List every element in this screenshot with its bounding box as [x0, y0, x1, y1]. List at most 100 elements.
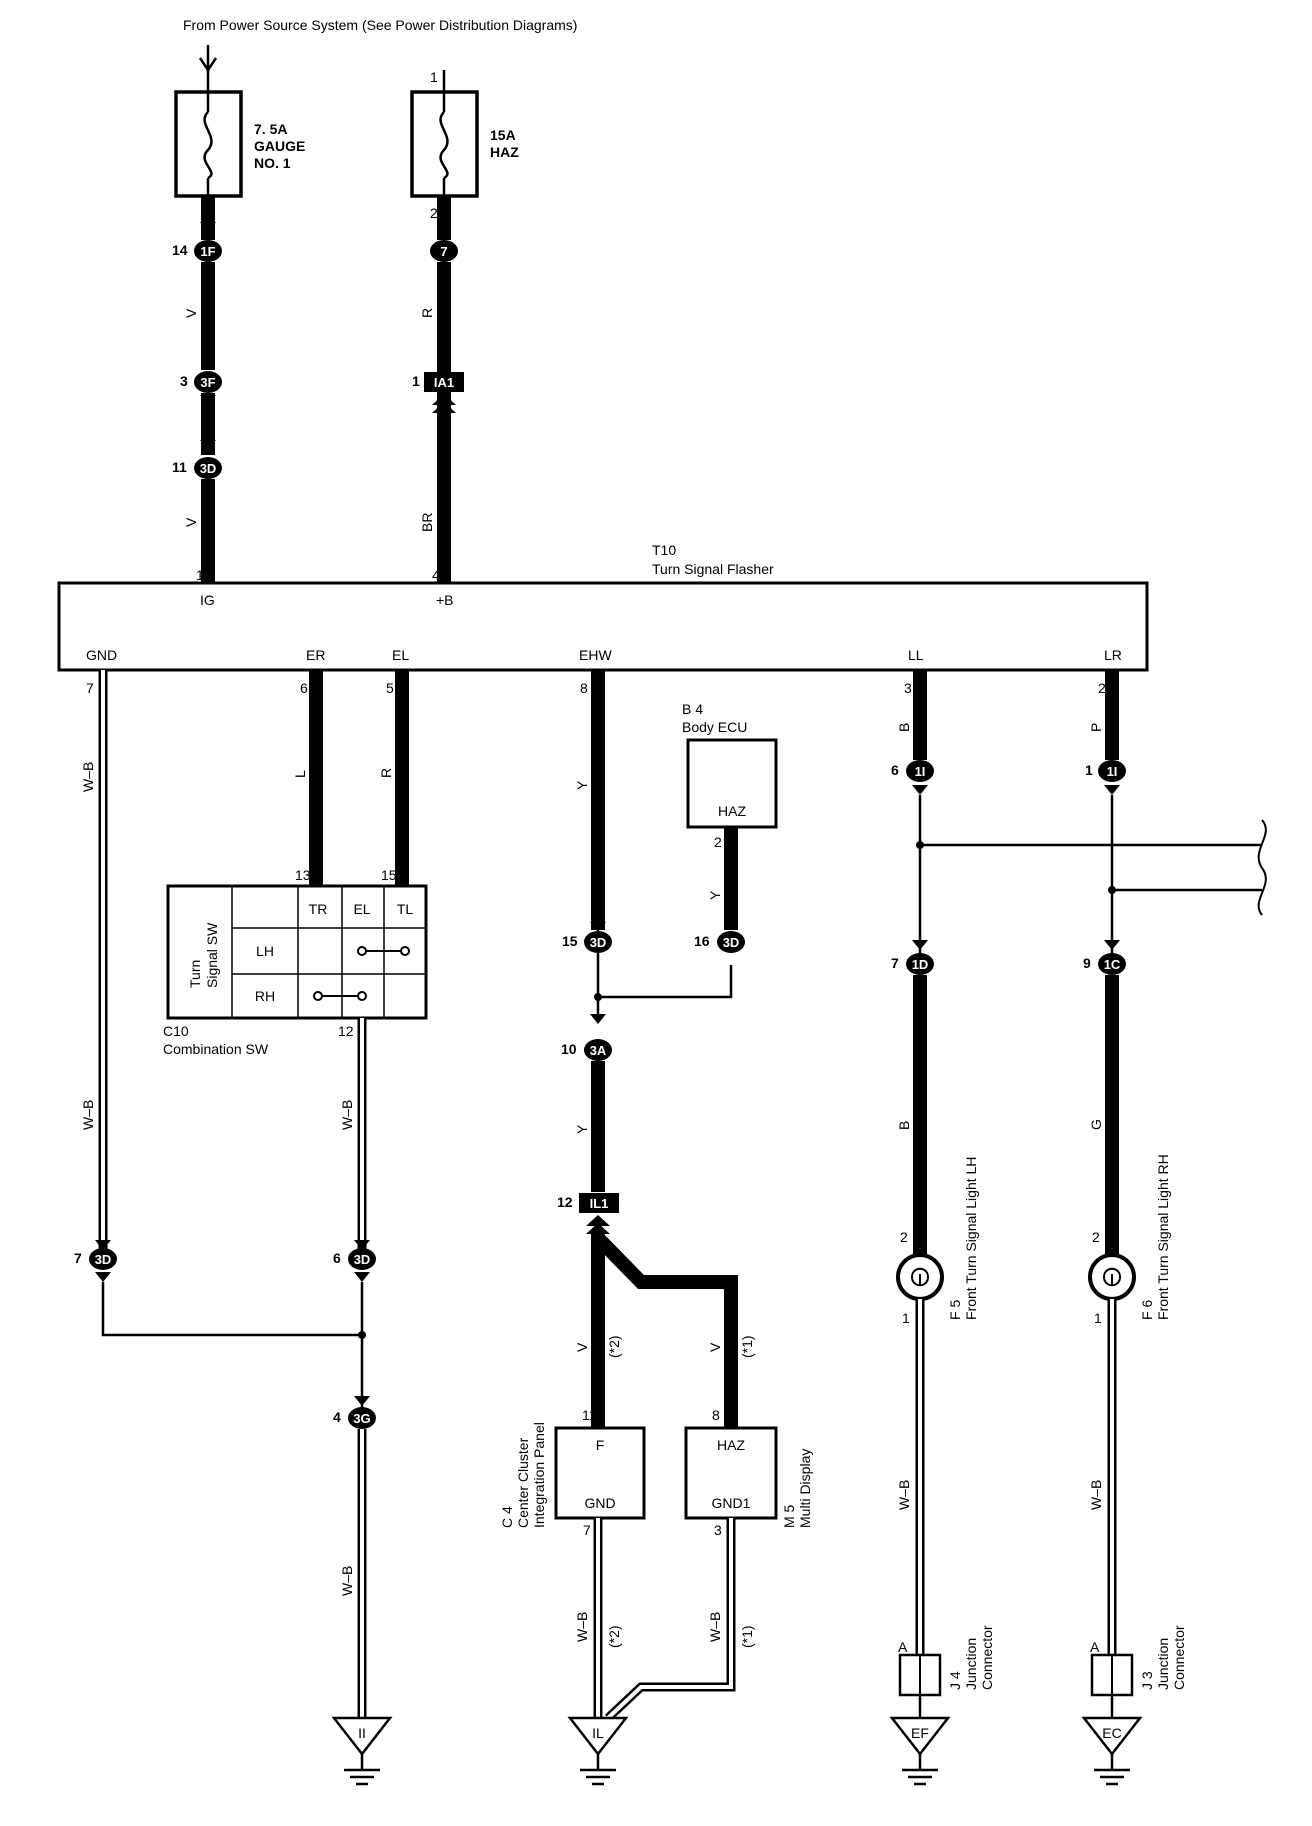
junction-j3-name1: Junction [1155, 1638, 1171, 1690]
fuse-haz-pin-bottom: 2 [430, 205, 438, 221]
svg-text:7: 7 [440, 244, 447, 259]
wire-color-wb4: W–B [1088, 1480, 1104, 1510]
svg-text:3F: 3F [200, 375, 215, 390]
light-rh-name: Front Turn Signal Light RH [1155, 1154, 1171, 1320]
svg-text:EF: EF [911, 1725, 929, 1741]
wire-color-r1: R [419, 308, 435, 318]
svg-text:6: 6 [333, 1250, 341, 1266]
svg-text:3D: 3D [200, 461, 217, 476]
wire-color-wb7: W–B [339, 1566, 355, 1596]
junction-j3: A J 3 Junction Connector [1090, 1625, 1187, 1718]
svg-text:3D: 3D [723, 935, 740, 950]
svg-text:7: 7 [891, 955, 899, 971]
svg-text:6: 6 [300, 680, 308, 696]
wire-color-wb8: W–B [896, 1480, 912, 1510]
svg-text:3: 3 [904, 680, 912, 696]
wire-color-v2: V [183, 517, 199, 527]
center-cluster-name2: Integration Panel [531, 1422, 547, 1528]
wire-color-b1: B [896, 723, 912, 732]
svg-text:4: 4 [333, 1409, 341, 1425]
svg-text:12: 12 [557, 1194, 573, 1210]
svg-text:11: 11 [172, 459, 187, 475]
svg-text:3A: 3A [590, 1043, 607, 1058]
wire-color-wb6: W–B [707, 1612, 723, 1642]
body-ecu: B 4 Body ECU HAZ 2 [682, 701, 778, 850]
fuse-gauge: 7. 5A GAUGE NO. 1 [174, 45, 305, 198]
connector-il1: 12 IL1 [557, 1193, 619, 1213]
wire-color-y1: Y [574, 780, 590, 790]
flasher-pin-ll: LL [908, 647, 924, 663]
flasher-pin-lr: LR [1104, 647, 1122, 663]
connector-3d-7: 7 3D [74, 1248, 117, 1270]
wire-color-wb3: W–B [339, 1100, 355, 1130]
combo-col-tl: TL [397, 901, 414, 917]
svg-text:IA1: IA1 [434, 375, 454, 390]
junction-j3-ref: J 3 [1139, 1671, 1155, 1690]
svg-text:3: 3 [714, 1522, 722, 1538]
wire-color-v4: V [707, 1342, 723, 1352]
wire-color-p: P [1088, 723, 1104, 732]
svg-text:15: 15 [381, 867, 397, 883]
svg-text:8: 8 [712, 1407, 720, 1423]
wire-color-br: BR [419, 513, 435, 532]
svg-text:2: 2 [1098, 680, 1106, 696]
light-lh-ref: F 5 [947, 1300, 963, 1320]
center-cluster-name1: Center Cluster [515, 1437, 531, 1528]
flasher-name: Turn Signal Flasher [652, 561, 774, 577]
connector-3a: 10 3A [561, 1039, 612, 1061]
connector-ia1: 1 IA1 [412, 372, 464, 392]
flasher-pin-el: EL [392, 647, 409, 663]
combo-row-rh: RH [255, 988, 275, 1004]
fuse-haz-rating: 15A [490, 127, 516, 143]
svg-text:EC: EC [1102, 1725, 1121, 1741]
flasher-pin-b: +B [436, 592, 454, 608]
fuse-haz: 1 15A HAZ 2 [410, 69, 519, 221]
fuse-gauge-name2: NO. 1 [254, 155, 291, 171]
connector-1i-6: 6 1I [891, 760, 934, 782]
svg-text:3G: 3G [353, 1411, 370, 1426]
combo-col-tr: TR [309, 901, 328, 917]
junction-j4-name2: Connector [979, 1625, 995, 1690]
ground-ec: EC [1081, 1716, 1143, 1786]
center-cluster-top: F [596, 1437, 605, 1453]
wire-note-wb6: (*1) [739, 1625, 755, 1648]
connector-7: 7 [430, 240, 458, 262]
wire-color-wb2: W–B [80, 1100, 96, 1130]
wire-color-r2: R [378, 768, 394, 778]
svg-text:11: 11 [582, 1407, 597, 1423]
combination-switch: 13 15 Turn Signal SW TR EL TL LH RH C10 … [163, 867, 428, 1057]
connector-1f: 14 1F [172, 240, 222, 262]
multi-display-name: Multi Display [797, 1449, 813, 1528]
svg-text:A: A [898, 1639, 908, 1655]
fuse-haz-name1: HAZ [490, 144, 519, 160]
turn-signal-flasher: T10 Turn Signal Flasher 1 4 IG +B GND ER… [57, 542, 1149, 696]
svg-text:IL1: IL1 [590, 1196, 609, 1211]
wire-note-wb5: (*2) [606, 1625, 622, 1648]
wire-color-l: L [292, 770, 308, 778]
svg-text:1: 1 [412, 373, 420, 389]
light-lh-name: Front Turn Signal Light LH [963, 1157, 979, 1320]
connector-3d-6: 6 3D [333, 1248, 376, 1270]
turn-signal-light-lh: 2 1 F 5 Front Turn Signal Light LH [896, 1157, 979, 1326]
svg-text:7: 7 [74, 1250, 82, 1266]
svg-text:2: 2 [1092, 1229, 1100, 1245]
svg-text:15: 15 [562, 933, 578, 949]
flasher-pin-er: ER [306, 647, 325, 663]
source-label: From Power Source System (See Power Dist… [183, 17, 577, 33]
connector-3d-16: 16 3D [694, 931, 745, 953]
svg-text:1: 1 [1085, 762, 1093, 778]
multi-display-ref: M 5 [781, 1504, 797, 1528]
wire-color-y2: Y [707, 890, 723, 900]
svg-text:1I: 1I [915, 764, 926, 779]
combo-row-lh: LH [256, 943, 274, 959]
wire-color-g: G [1088, 1119, 1104, 1130]
wire-color-wb1: W–B [80, 762, 96, 792]
multi-display: 8 HAZ GND1 3 M 5 Multi Display [684, 1407, 813, 1538]
svg-text:3D: 3D [590, 935, 607, 950]
svg-text:II: II [358, 1725, 366, 1741]
center-cluster-ref: C 4 [499, 1506, 515, 1528]
svg-text:14: 14 [172, 242, 188, 258]
body-ecu-pin-label: HAZ [718, 803, 746, 819]
ground-ef: EF [889, 1716, 951, 1786]
